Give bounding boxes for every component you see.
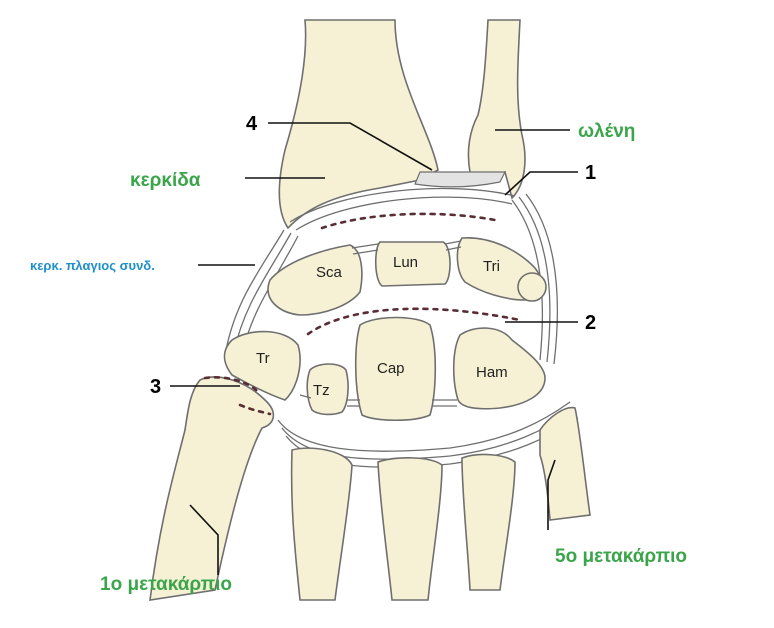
radiocarpal-joint-line — [320, 212, 497, 230]
leader-4 — [268, 122, 433, 171]
fifth-metacarpal-bone — [539, 406, 591, 521]
radial-collateral-label: κερκ. πλαγιος συνδ. — [30, 258, 155, 273]
fifth-metacarpal-label: 5ο μετακάρπιο — [555, 546, 687, 567]
lunate-label: Lun — [393, 254, 418, 271]
number-4-label: 4 — [246, 113, 258, 135]
leader-fifth-metacarpal — [547, 459, 556, 530]
lunate-bone — [374, 241, 451, 287]
midcarpal-joint-line — [306, 307, 522, 336]
scaphoid-label: Sca — [316, 264, 343, 281]
triquetrum-label: Tri — [483, 258, 500, 275]
fourth-metacarpal-bone — [461, 453, 516, 591]
capitate-label: Cap — [377, 360, 405, 377]
leader-1 — [504, 171, 578, 196]
radius-label: κερκίδα — [130, 170, 201, 191]
trapezoid-label: Tz — [313, 382, 330, 399]
first-metacarpal-bone — [149, 376, 275, 601]
ulnar-collateral-ligament — [511, 193, 559, 365]
intercarpal-ligaments-distal — [299, 394, 457, 407]
hamate-bone — [452, 327, 546, 410]
radius-bone — [278, 19, 439, 230]
ulna-label: ωλένη — [578, 121, 635, 142]
number-2-label: 2 — [585, 312, 596, 334]
trapezoid-bone — [306, 363, 349, 416]
intercarpal-ligaments-proximal — [351, 240, 462, 255]
pisiform-bone — [517, 272, 547, 302]
number-3-label: 3 — [150, 376, 161, 398]
hamate-label: Ham — [476, 364, 508, 381]
cmc-joint-line — [203, 376, 272, 416]
number-1-label: 1 — [585, 162, 596, 184]
scaphoid-bone — [267, 244, 363, 316]
trapezium-bone — [223, 330, 301, 401]
ulna-bone — [467, 19, 526, 200]
first-metacarpal-label: 1ο μετακάρπιο — [100, 574, 232, 595]
second-metacarpal-bone — [290, 447, 353, 601]
proximal-capsule-arc — [289, 187, 516, 231]
trapezium-label: Tr — [256, 350, 270, 367]
articular-disc — [414, 171, 506, 188]
third-metacarpal-bone — [377, 457, 443, 601]
capitate-bone — [354, 316, 437, 421]
leader-first-metacarpal — [189, 504, 219, 575]
